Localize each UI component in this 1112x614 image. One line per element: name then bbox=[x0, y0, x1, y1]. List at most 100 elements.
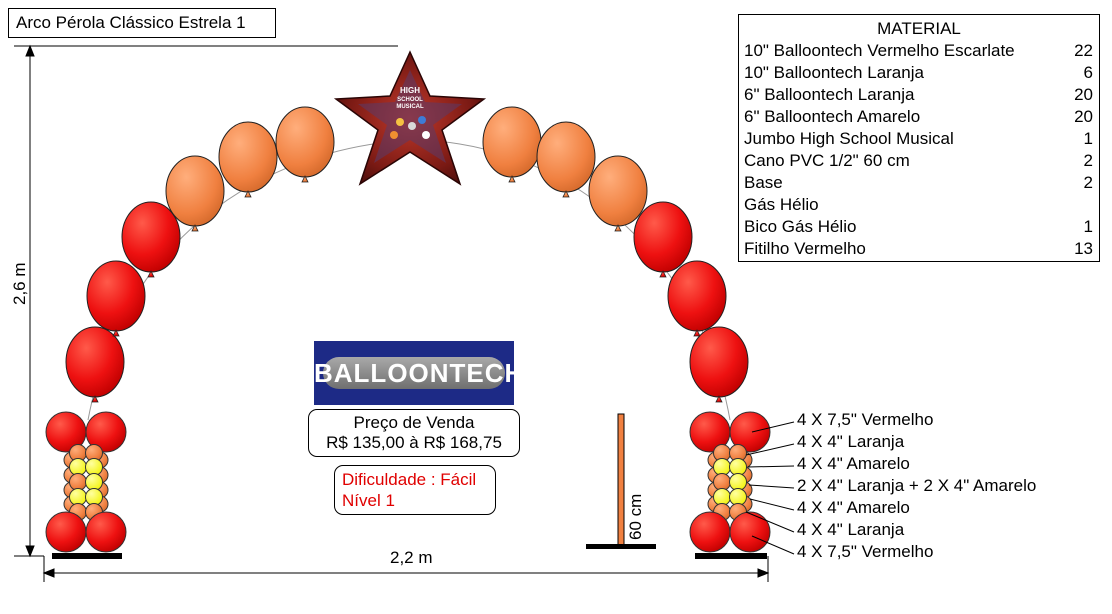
price-label: Preço de Venda bbox=[353, 413, 475, 432]
material-list: MATERIAL 10" Balloontech Vermelho Escarl… bbox=[738, 14, 1100, 262]
material-name: Gás Hélio bbox=[744, 195, 819, 214]
column-balloon bbox=[69, 488, 87, 506]
diagram-title: Arco Pérola Clássico Estrela 1 bbox=[8, 8, 276, 38]
logo-text: BALLOONTECH bbox=[314, 358, 525, 388]
column-label: 2 X 4" Laranja + 2 X 4" Amarelo bbox=[797, 476, 1037, 495]
column-balloon bbox=[729, 458, 747, 476]
column-balloon bbox=[85, 488, 103, 506]
price-box: Preço de Venda R$ 135,00 à R$ 168,75 bbox=[308, 409, 520, 457]
material-qty: 20 bbox=[1074, 85, 1093, 104]
arch-balloon bbox=[588, 155, 648, 232]
column-label: 4 X 7,5" Vermelho bbox=[797, 410, 934, 429]
column-balloon bbox=[689, 511, 731, 553]
material-name: Fitilho Vermelho bbox=[744, 239, 866, 258]
label-leader-line bbox=[748, 484, 795, 489]
material-row: Base 2 bbox=[739, 172, 1099, 194]
right-base bbox=[695, 553, 767, 559]
left-base bbox=[52, 553, 122, 559]
label-leader-line bbox=[751, 421, 795, 433]
column-label: 4 X 4" Amarelo bbox=[797, 454, 910, 473]
arch-balloon bbox=[65, 326, 125, 403]
material-row: 6" Balloontech Laranja 20 bbox=[739, 84, 1099, 106]
arch-balloon bbox=[689, 326, 749, 403]
column-balloon bbox=[45, 511, 87, 553]
star-text-2: SCHOOL bbox=[397, 97, 423, 103]
arch-balloon bbox=[121, 201, 181, 278]
column-balloon bbox=[729, 488, 747, 506]
label-leaders bbox=[745, 421, 795, 555]
arch-balloon bbox=[275, 106, 335, 183]
width-label: 2,2 m bbox=[390, 548, 433, 567]
label-leader-line bbox=[747, 465, 795, 468]
star-balloon: HIGH SCHOOL MUSICAL bbox=[333, 50, 487, 186]
column-balloon bbox=[85, 511, 127, 553]
arch-balloon bbox=[165, 155, 225, 232]
arch-balloon bbox=[633, 201, 693, 278]
material-qty: 22 bbox=[1074, 41, 1093, 60]
material-row: Bico Gás Hélio 1 bbox=[739, 216, 1099, 238]
material-heading: MATERIAL bbox=[877, 19, 961, 38]
column-balloon bbox=[713, 458, 731, 476]
arch-balloon bbox=[482, 106, 542, 183]
material-name: Jumbo High School Musical bbox=[744, 129, 954, 148]
column-balloon bbox=[85, 458, 103, 476]
material-row: Cano PVC 1/2" 60 cm 2 bbox=[739, 150, 1099, 172]
column-balloon bbox=[713, 473, 731, 491]
material-qty: 20 bbox=[1074, 107, 1093, 126]
column-balloon bbox=[729, 511, 771, 553]
material-name: Cano PVC 1/2" 60 cm bbox=[744, 151, 910, 170]
material-row: Gás Hélio bbox=[739, 194, 1099, 216]
arch-balloon bbox=[218, 121, 278, 198]
height-label: 2,6 m bbox=[10, 262, 29, 305]
material-qty: 1 bbox=[1083, 217, 1093, 236]
column-balloon bbox=[85, 473, 103, 491]
material-row: 6" Balloontech Amarelo 20 bbox=[739, 106, 1099, 128]
height-dimension bbox=[14, 44, 398, 558]
width-dimension bbox=[42, 556, 770, 582]
price-value: R$ 135,00 à R$ 168,75 bbox=[326, 433, 502, 452]
material-qty: 13 bbox=[1074, 239, 1093, 258]
label-leader-line bbox=[745, 511, 795, 533]
material-row: 10" Balloontech Laranja 6 bbox=[739, 62, 1099, 84]
label-leader-line bbox=[751, 535, 795, 555]
label-leader-line bbox=[749, 498, 795, 511]
difficulty-text: Dificuldade : Fácil bbox=[342, 470, 477, 489]
pole-label: 60 cm bbox=[626, 493, 645, 540]
material-row: 10" Balloontech Vermelho Escarlate 22 bbox=[739, 40, 1099, 62]
material-qty: 2 bbox=[1083, 173, 1093, 192]
balloontech-logo: BALLOONTECH bbox=[314, 341, 525, 405]
material-name: 6" Balloontech Amarelo bbox=[744, 107, 921, 126]
material-name: 10" Balloontech Laranja bbox=[744, 63, 924, 82]
material-qty: 2 bbox=[1083, 151, 1093, 170]
material-name: Bico Gás Hélio bbox=[744, 217, 857, 236]
difficulty-box: Dificuldade : Fácil Nível 1 bbox=[334, 465, 496, 515]
material-row: Jumbo High School Musical 1 bbox=[739, 128, 1099, 150]
star-text-3: MUSICAL bbox=[396, 104, 424, 110]
column-label: 4 X 4" Amarelo bbox=[797, 498, 910, 517]
star-text-1: HIGH bbox=[400, 86, 420, 95]
balloon-columns bbox=[45, 411, 771, 553]
label-leader-line bbox=[745, 443, 795, 456]
arch-balloons bbox=[65, 106, 749, 403]
arch-balloon bbox=[536, 121, 596, 198]
column-label: 4 X 7,5" Vermelho bbox=[797, 542, 934, 561]
arch-balloon bbox=[667, 260, 727, 337]
column-balloon bbox=[69, 458, 87, 476]
material-name: 6" Balloontech Laranja bbox=[744, 85, 915, 104]
column-balloon bbox=[729, 411, 771, 453]
material-name: Base bbox=[744, 173, 783, 192]
column-balloon bbox=[729, 473, 747, 491]
material-row: Fitilho Vermelho 13 bbox=[739, 238, 1099, 260]
material-qty: 6 bbox=[1083, 63, 1093, 82]
column-balloon bbox=[85, 411, 127, 453]
arch-balloon bbox=[86, 260, 146, 337]
column-label: 4 X 4" Laranja bbox=[797, 520, 905, 539]
material-qty: 1 bbox=[1083, 129, 1093, 148]
column-balloon bbox=[713, 488, 731, 506]
column-label: 4 X 4" Laranja bbox=[797, 432, 905, 451]
pole-sample bbox=[586, 413, 656, 549]
column-balloon bbox=[69, 473, 87, 491]
level-text: Nível 1 bbox=[342, 491, 395, 510]
material-name: 10" Balloontech Vermelho Escarlate bbox=[744, 41, 1015, 60]
